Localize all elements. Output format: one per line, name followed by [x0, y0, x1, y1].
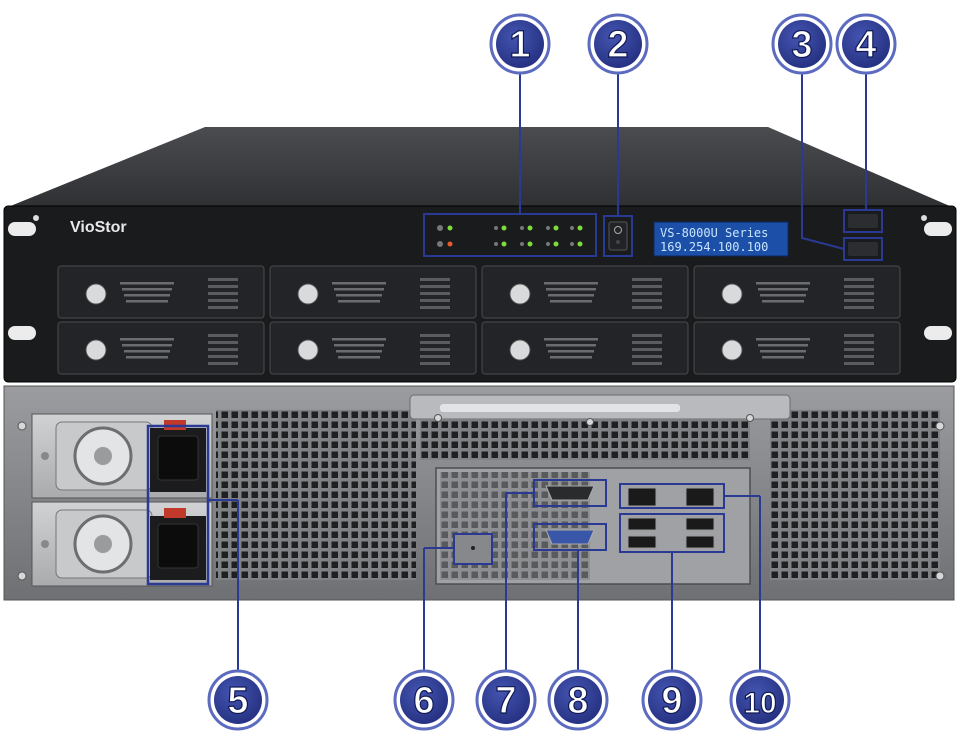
status-leds: [437, 225, 583, 247]
callout-number: 5: [227, 680, 248, 722]
power-supply-1: [31, 413, 213, 499]
drive-tray[interactable]: [481, 321, 689, 375]
power-button[interactable]: [608, 221, 628, 251]
callout-number: 6: [413, 680, 434, 722]
vga-port: [545, 529, 595, 545]
usb-port-2: [627, 535, 657, 549]
status-leds-outline: [423, 213, 597, 257]
tray-lock-icon[interactable]: [297, 339, 319, 361]
select-button[interactable]: [848, 214, 878, 228]
callout-badge-4: 4: [835, 13, 897, 75]
rack-ear-hole: [924, 326, 952, 340]
front-panel: VioStor VS-8000U Series 169.254.100.100: [3, 205, 957, 383]
lcd-line-2: 169.254.100.100: [660, 240, 768, 254]
usb-port-4: [685, 535, 715, 549]
tray-lock-icon[interactable]: [721, 283, 743, 305]
callout-number: 3: [791, 24, 812, 66]
callout-number: 9: [661, 680, 682, 722]
rear-panel: [3, 385, 955, 601]
lan-port-1: [627, 487, 657, 507]
drive-tray[interactable]: [693, 265, 901, 319]
callout-badge-3: 3: [771, 13, 833, 75]
callout-number: 7: [495, 680, 516, 722]
callout-badge-2: 2: [587, 13, 649, 75]
callout-number: 8: [567, 680, 588, 722]
lcd-display: [653, 221, 789, 257]
callout-number: 2: [607, 24, 628, 66]
tray-lock-icon[interactable]: [85, 283, 107, 305]
callout-number: 1: [509, 24, 530, 66]
callout-badge-5: 5: [207, 669, 269, 731]
callout-badge-9: 9: [641, 669, 703, 731]
tray-lock-icon[interactable]: [509, 283, 531, 305]
drive-tray[interactable]: [269, 321, 477, 375]
reset-pinhole: [471, 546, 475, 550]
tray-lock-icon[interactable]: [85, 339, 107, 361]
chassis-top: [8, 127, 952, 207]
callout-number: 4: [855, 24, 876, 66]
enter-button[interactable]: [848, 242, 878, 256]
callout-lines: [208, 70, 867, 680]
callout-number: 10: [743, 687, 776, 720]
drive-tray[interactable]: [481, 265, 689, 319]
lcd-line-1: VS-8000U Series: [660, 226, 768, 240]
drive-tray[interactable]: [57, 321, 265, 375]
brand-logo: VioStor: [70, 219, 127, 236]
callout-badge-10: 10: [729, 669, 791, 731]
drive-tray[interactable]: [57, 265, 265, 319]
power-supply-2: [31, 501, 213, 587]
lan-port-2: [685, 487, 715, 507]
usb-port-3: [685, 517, 715, 531]
rack-ear-hole: [8, 326, 36, 340]
tray-lock-icon[interactable]: [509, 339, 531, 361]
drive-tray[interactable]: [693, 321, 901, 375]
power-icon: [614, 226, 622, 234]
vga-port-outline: [533, 523, 607, 551]
rack-ear-hole: [8, 222, 36, 236]
callout-badge-8: 8: [547, 669, 609, 731]
select-button-outline: [843, 209, 883, 233]
drive-bays: [57, 265, 901, 375]
drive-tray[interactable]: [269, 265, 477, 319]
callout-badges: 1 2 3 4 5 6 7 8 9 10: [207, 13, 897, 731]
tray-lock-icon[interactable]: [297, 283, 319, 305]
tray-lock-icon[interactable]: [721, 339, 743, 361]
rack-ear-hole: [924, 222, 952, 236]
usb-port-1: [627, 517, 657, 531]
serial-port: [545, 485, 595, 501]
power-inlets-outline: [146, 424, 210, 586]
callout-badge-6: 6: [393, 669, 455, 731]
callout-badge-1: 1: [489, 13, 551, 75]
callout-badge-7: 7: [475, 669, 537, 731]
